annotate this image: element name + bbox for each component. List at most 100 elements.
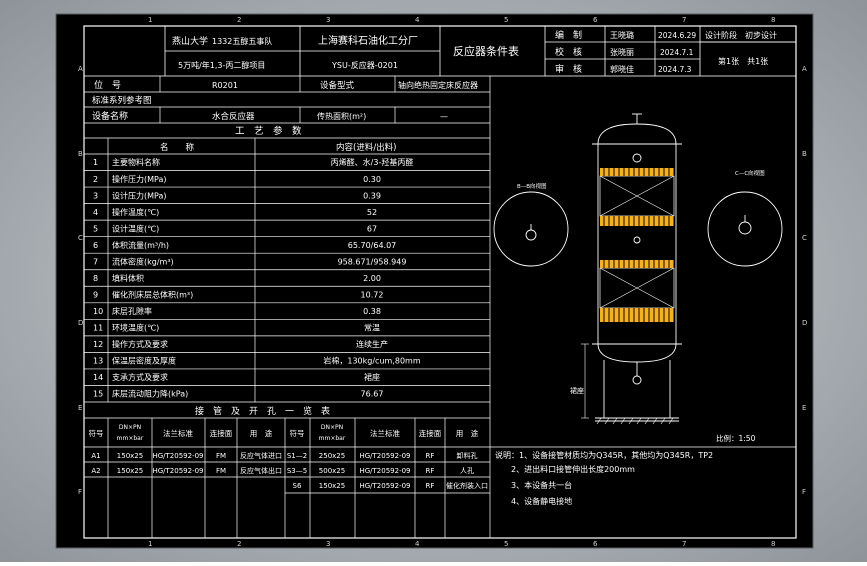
process-row-value: 岩棉，130kg/cum,80mm — [323, 356, 420, 366]
nozzle-section-title: 接 管 及 开 孔 一 览 表 — [195, 405, 330, 417]
nozzle-cell: 150x25 — [117, 467, 143, 475]
zone-number: 6 — [593, 540, 598, 548]
process-row-value: 65.70/64.07 — [348, 241, 397, 250]
nozzle-cell: S6 — [293, 482, 302, 490]
nozzle-cell: S1—2 — [287, 452, 307, 460]
process-table-grid — [84, 76, 796, 538]
process-row-value: 2.00 — [363, 274, 381, 283]
catalyst-bed-3 — [600, 260, 674, 268]
type-label: 设备型式 — [320, 80, 355, 91]
area-label: 传热面积(m²) — [317, 111, 366, 121]
nozzle-header: 法兰标准 — [370, 428, 400, 438]
nozzle-header: 符号 — [89, 428, 104, 438]
process-row-value: 10.72 — [361, 291, 384, 300]
university-name: 燕山大学 — [172, 35, 208, 47]
reactor-vessel-drawing — [581, 113, 682, 422]
catalyst-bed-2 — [600, 216, 674, 226]
zone-number: 3 — [326, 16, 330, 24]
nozzle-cell: FM — [216, 467, 226, 475]
process-section-title: 工 艺 参 数 — [235, 125, 302, 137]
process-row-number: 8 — [93, 274, 98, 283]
process-row-number: 13 — [93, 357, 103, 366]
process-row-name: 操作温度(℃) — [112, 207, 159, 217]
catalyst-bed-4 — [600, 308, 674, 322]
process-row-value: 0.30 — [363, 175, 381, 184]
drawing-number: YSU-反应器-0201 — [331, 60, 398, 70]
zone-letter: F — [802, 488, 806, 496]
process-row-number: 6 — [93, 241, 98, 250]
stage-value: 初步设计 — [745, 30, 777, 40]
side-views — [493, 191, 783, 267]
stage-label: 设计阶段 — [705, 30, 737, 40]
zone-number: 6 — [593, 16, 598, 24]
zone-letter: E — [78, 404, 82, 412]
nozzle-header: 法兰标准 — [163, 428, 193, 438]
process-row-name: 环境温度(℃) — [112, 323, 159, 333]
zone-letter: B — [78, 150, 83, 158]
drawing-paper — [55, 13, 814, 549]
view-c-label: C—C向视图 — [735, 169, 765, 177]
zone-number: 8 — [771, 16, 775, 24]
process-row-number: 5 — [93, 224, 98, 233]
zone-number: 8 — [771, 540, 775, 548]
process-row-value: 958.671/958.949 — [338, 257, 407, 266]
view-b-label: B—B向视图 — [517, 182, 547, 190]
zone-number: 1 — [148, 16, 152, 24]
process-row-value: 0.39 — [363, 191, 381, 200]
zone-letter: F — [78, 488, 82, 496]
process-row-number: 9 — [93, 291, 98, 300]
process-row-name: 床层孔隙率 — [112, 306, 152, 316]
nozzle-cell: 卸料孔 — [457, 451, 478, 460]
process-row-number: 3 — [93, 191, 98, 200]
process-row-number: 2 — [93, 175, 98, 184]
process-row-value: 0.38 — [363, 307, 381, 316]
nozzle-cell: 150x25 — [319, 482, 345, 490]
zone-markers: A B C D E F A B C D E F 1 2 3 4 5 6 7 8 … — [78, 16, 807, 548]
note-line: 2、进出料口接管伸出长度200mm — [511, 464, 635, 474]
standard-label: 标准系列参考图 — [92, 95, 152, 106]
nozzle-header: DN×PN — [321, 424, 343, 431]
process-row-value: 连续生产 — [356, 339, 388, 349]
process-row-number: 14 — [93, 373, 103, 382]
process-row-number: 12 — [93, 340, 103, 349]
manhole-mid — [633, 236, 641, 244]
nozzle-cell: HG/T20592-09 — [152, 467, 203, 475]
process-row-value: 52 — [367, 208, 377, 217]
zone-number: 4 — [415, 540, 420, 548]
nozzle-cell: HG/T20592-09 — [152, 452, 203, 460]
note-line: 4、设备静电接地 — [511, 496, 572, 506]
area-value: — — [440, 112, 448, 121]
process-row-number: 4 — [93, 208, 98, 217]
nozzle-cell: 150x25 — [117, 452, 143, 460]
team-name: 1332五醇五事队 — [212, 36, 272, 46]
zone-number: 5 — [504, 16, 508, 24]
nozzle-cell: 500x25 — [319, 467, 345, 475]
nozzle-header: 连接面 — [419, 428, 442, 438]
process-row-number: 15 — [93, 390, 103, 399]
nozzle-cell: 催化剂装入口 — [446, 481, 488, 490]
zone-number: 2 — [237, 16, 241, 24]
nozzle-header: 用 途 — [456, 428, 479, 438]
title-block — [83, 25, 797, 77]
note-line: 3、本设备共一台 — [511, 480, 572, 490]
title-block-text: 燕山大学 1332五醇五事队 5万吨/年1,3-丙二醇项目 上海赛科石油化工分厂… — [172, 29, 777, 75]
name-review: 郭晓佳 — [610, 64, 634, 74]
process-row-number: 1 — [93, 158, 98, 167]
nozzle-cell: 反应气体进口 — [240, 451, 282, 460]
view-b-circle — [493, 191, 569, 267]
nozzle-cell: A1 — [91, 452, 100, 460]
process-row-value: 裙座 — [364, 372, 380, 382]
company-name: 上海赛科石油化工分厂 — [318, 34, 418, 47]
process-col-name: 名 称 — [160, 142, 195, 153]
nozzle-header: mm×bar — [117, 435, 144, 442]
process-row-value: 常温 — [364, 324, 380, 333]
zone-number: 1 — [148, 540, 152, 548]
process-row-value: 76.67 — [361, 390, 384, 399]
nozzle-cell: RF — [426, 467, 435, 475]
nozzle-headers: 符号DN×PNmm×bar法兰标准连接面用 途符号DN×PNmm×bar法兰标准… — [89, 424, 479, 442]
zone-letter: C — [78, 234, 83, 242]
process-row-name: 填料体积 — [112, 273, 144, 283]
